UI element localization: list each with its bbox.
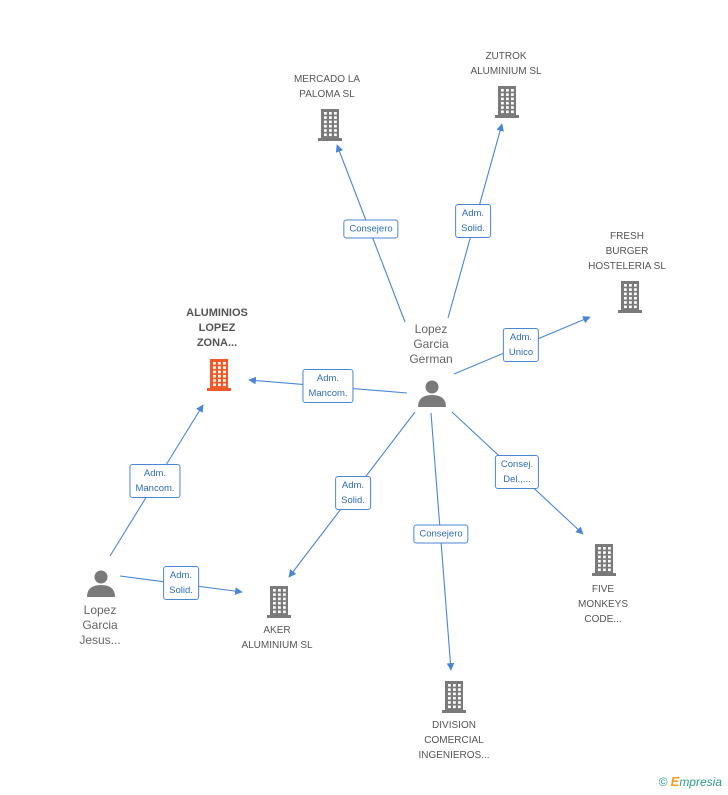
node-label-line: HOSTELERIA SL xyxy=(588,261,666,272)
building-icon-mercado[interactable] xyxy=(318,109,342,141)
edge-label-line: Adm. xyxy=(143,468,167,479)
person-icon-german[interactable] xyxy=(418,380,446,408)
node-label-line: ZONA... xyxy=(196,337,238,349)
node-label-fresh[interactable]: FRESH BURGER HOSTELERIA SL xyxy=(567,229,687,274)
building-icon-aker[interactable] xyxy=(267,586,291,618)
node-label-mercado[interactable]: MERCADO LA PALOMA SL xyxy=(267,72,387,102)
edge-label-german-aluminios[interactable]: Adm. Mancom. xyxy=(302,369,354,403)
edge-label-line: Solid. xyxy=(461,223,485,234)
building-icon-zutrok[interactable] xyxy=(495,86,519,118)
node-label-line: MONKEYS xyxy=(577,599,628,610)
node-label-line: ALUMINIOS xyxy=(186,307,248,319)
edge-label-line: Consej. xyxy=(500,459,534,470)
edge-label-line: Adm. xyxy=(341,480,365,491)
node-label-line: Jesus... xyxy=(79,633,121,647)
node-label-line: MERCADO LA xyxy=(293,74,361,85)
edge-label-line: Adm. xyxy=(316,373,340,384)
node-label-line: German xyxy=(409,352,453,366)
node-label-line: Garcia xyxy=(82,618,118,632)
edge-label-line: Consejero xyxy=(349,223,393,235)
node-label-line: Lopez xyxy=(83,603,117,617)
edge-label-line: Unico xyxy=(508,347,534,358)
node-label-five[interactable]: FIVE MONKEYS CODE... xyxy=(543,582,663,627)
node-label-line: DIVISION xyxy=(432,720,476,731)
person-icon-jesus[interactable] xyxy=(87,570,115,598)
node-label-line: FRESH xyxy=(610,231,644,242)
node-label-zutrok[interactable]: ZUTROK ALUMINIUM SL xyxy=(446,49,566,79)
node-label-line: FIVE xyxy=(591,584,615,595)
edge-label-line: Solid. xyxy=(341,495,365,506)
edge-label-line: Del.,... xyxy=(503,474,531,485)
edge-label-line: Mancom. xyxy=(135,483,175,494)
node-label-line: CODE... xyxy=(584,614,622,625)
node-label-line: AKER xyxy=(263,625,291,636)
brand-initial: E xyxy=(670,774,680,789)
copyright-symbol: © xyxy=(658,775,668,789)
building-icon-division[interactable] xyxy=(442,681,466,713)
node-label-line: ZUTROK xyxy=(485,51,527,62)
edge-label-line: Mancom. xyxy=(308,388,348,399)
edge-label-jesus-aker[interactable]: Adm. Solid. xyxy=(163,566,199,600)
edge-label-line: Solid. xyxy=(169,585,193,596)
node-label-line: ALUMINIUM SL xyxy=(470,66,542,77)
node-label-line: ALUMINIUM SL xyxy=(241,640,313,651)
edge-label-german-mercado[interactable]: Consejero xyxy=(343,219,399,239)
brand-name: mpresia xyxy=(679,775,722,789)
node-label-line: Lopez xyxy=(414,322,448,336)
building-icon-five[interactable] xyxy=(592,544,616,576)
node-label-line: PALOMA SL xyxy=(299,89,355,100)
edge-label-german-division[interactable]: Consejero xyxy=(413,524,469,544)
edge-label-german-five[interactable]: Consej. Del.,... xyxy=(494,455,540,489)
node-label-line: INGENIEROS... xyxy=(418,750,490,761)
edge-label-line: Adm. xyxy=(509,332,533,343)
building-icon-fresh[interactable] xyxy=(618,281,642,313)
footer-brand: ©Empresia xyxy=(659,774,722,789)
node-label-division[interactable]: DIVISION COMERCIAL INGENIEROS... xyxy=(394,718,514,763)
edge-label-german-fresh[interactable]: Adm. Unico xyxy=(502,328,540,362)
node-label-line: COMERCIAL xyxy=(424,735,484,746)
edge-label-german-zutrok[interactable]: Adm. Solid. xyxy=(455,204,491,238)
node-label-aluminios[interactable]: ALUMINIOS LOPEZ ZONA... xyxy=(157,306,277,351)
node-label-aker[interactable]: AKER ALUMINIUM SL xyxy=(217,623,337,653)
edge-label-german-aker[interactable]: Adm. Solid. xyxy=(335,476,371,510)
edge-label-line: Consejero xyxy=(419,528,463,540)
building-icon-aluminios[interactable] xyxy=(207,359,231,391)
node-label-line: LOPEZ xyxy=(198,322,236,334)
edge-label-jesus-aluminios[interactable]: Adm. Mancom. xyxy=(129,464,181,498)
node-label-line: Garcia xyxy=(413,337,449,351)
edge-label-line: Adm. xyxy=(169,570,193,581)
node-label-line: BURGER xyxy=(605,246,649,257)
edge-label-line: Adm. xyxy=(461,208,485,219)
